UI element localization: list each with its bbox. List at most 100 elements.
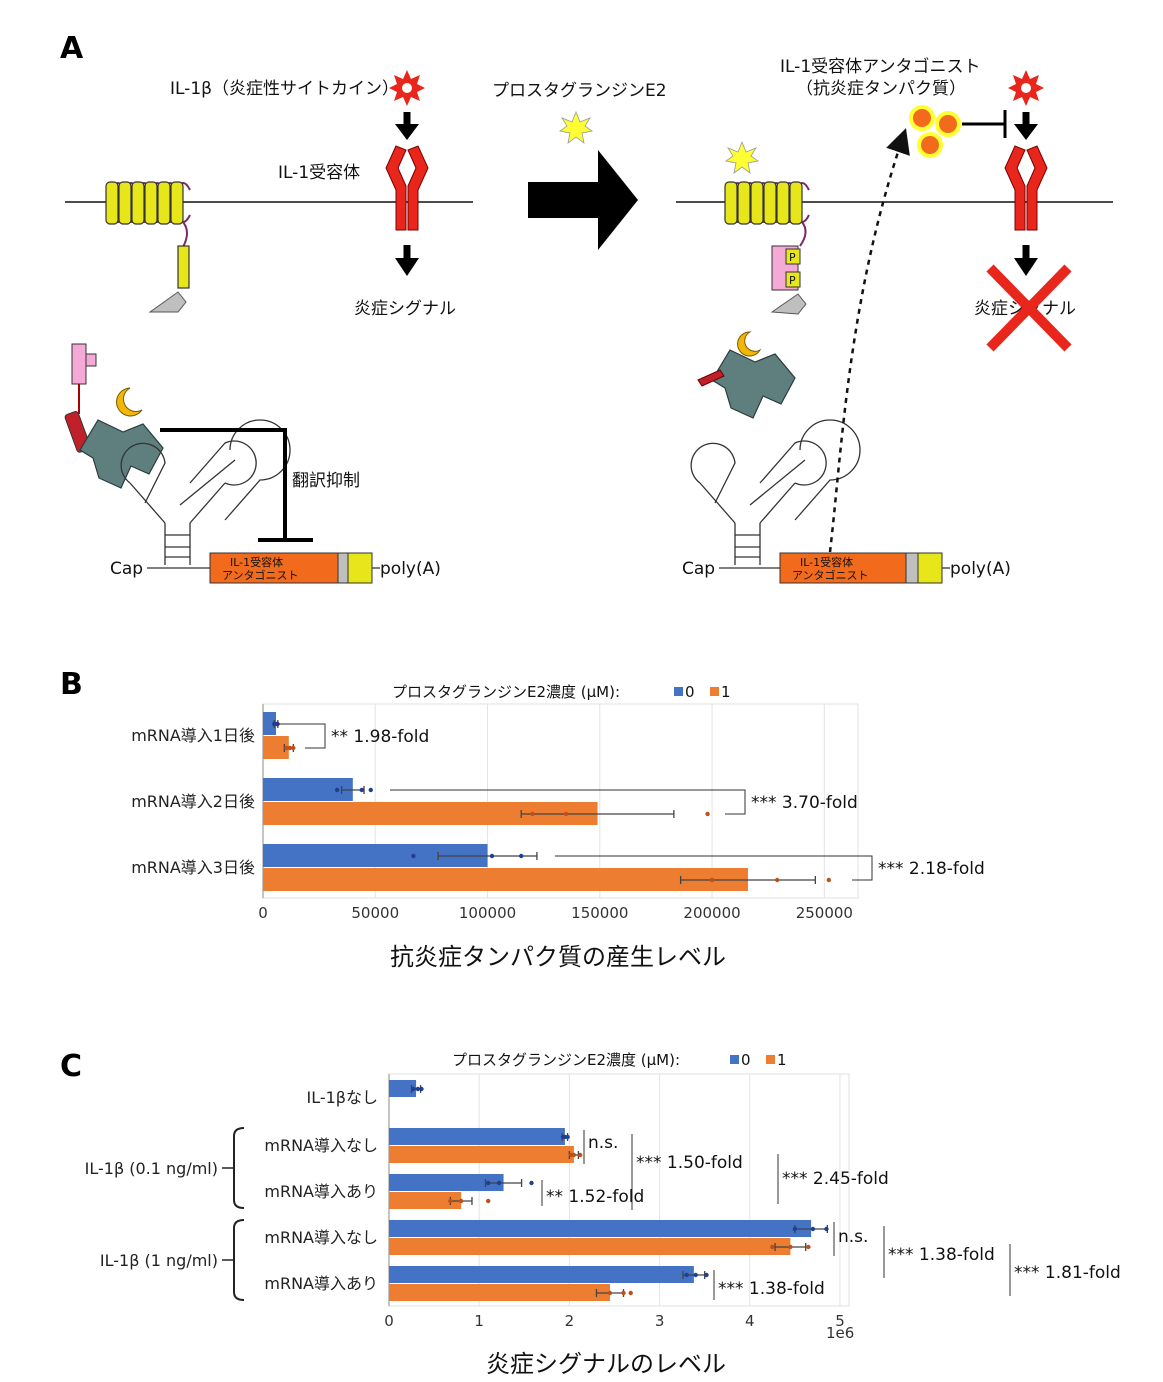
legend-c: プロスタグランジンE2濃度 (μM): 0 1: [452, 1051, 787, 1069]
data-point: [448, 1198, 453, 1204]
arrow-down-icon: [1014, 124, 1038, 140]
data-point: [359, 787, 364, 793]
cap-label-right: Cap: [682, 559, 715, 579]
x-tick-label: 2: [565, 1312, 575, 1330]
data-point: [284, 745, 289, 751]
bar-pge2-0: [389, 1128, 565, 1145]
orf-label-1-right: IL-1受容体: [800, 555, 853, 569]
x-tick-label: 50000: [351, 904, 399, 922]
data-point: [275, 721, 280, 727]
gpcr-left: [105, 181, 191, 313]
repressor-complex-left: [64, 343, 164, 489]
data-point: [411, 853, 416, 859]
bar-pge2-1: [263, 802, 598, 825]
legend-c-title: プロスタグランジンE2濃度 (μM):: [452, 1051, 680, 1069]
category-label: mRNA導入3日後: [131, 858, 255, 877]
receptor-label: IL-1受容体: [278, 163, 360, 183]
phospho-label-2: P: [789, 274, 796, 287]
antagonist-label-2: （抗炎症タンパク質）: [796, 79, 966, 99]
x-tick-label: 3: [655, 1312, 665, 1330]
group-bracket: [233, 1219, 245, 1301]
annotations-b: ** 1.98-fold *** 3.70-fold *** 2.18-fold: [277, 723, 985, 881]
polya-label-right: poly(A): [950, 559, 1011, 579]
orf-right: [779, 552, 943, 584]
category-label: mRNA導入なし: [264, 1228, 378, 1247]
translation-repression-bar: [160, 428, 313, 542]
significance-label: *** 2.18-fold: [878, 859, 985, 879]
plot-area-c: [388, 1073, 850, 1307]
bar-pge2-0: [389, 1266, 694, 1283]
il1b-star-icon: [389, 70, 425, 106]
data-point: [563, 811, 569, 817]
data-point: [486, 1180, 491, 1186]
antagonist-label-1: IL-1受容体アンタゴニスト: [780, 56, 980, 77]
x-axis-title-c: 炎症シグナルのレベル: [486, 1350, 726, 1378]
chart-b: B プロスタグランジンE2濃度 (μM): 0 1 mRNA導入1日後mRNA導…: [60, 667, 985, 971]
panel-b-letter: B: [60, 667, 83, 702]
il1b-star-right-icon: [1008, 70, 1044, 106]
bar-pge2-0: [389, 1220, 812, 1237]
arrow-down-icon: [395, 124, 419, 140]
significance-label: *** 2.45-fold: [782, 1169, 889, 1189]
bar-pge2-1: [389, 1238, 791, 1255]
group-labels-c: IL-1β (0.1 ng/ml)IL-1β (1 ng/ml): [85, 1127, 245, 1301]
significance-bracket: [277, 723, 326, 749]
bar-pge2-0: [263, 778, 353, 801]
data-point: [826, 877, 832, 883]
significance-label: *** 1.38-fold: [888, 1245, 995, 1265]
data-point: [530, 811, 535, 817]
significance-label: n.s.: [588, 1133, 618, 1153]
big-right-arrow-icon: [528, 150, 638, 250]
released-complex: [697, 331, 796, 419]
panel-a-letter: A: [60, 31, 84, 66]
orf-label-2-right: アンタゴニスト: [792, 568, 869, 582]
data-point: [496, 1180, 502, 1186]
arrow-down-icon: [395, 258, 419, 276]
plot-area-b: [262, 703, 859, 899]
x-tick-label: 0: [384, 1312, 394, 1330]
x-tick-label: 5: [835, 1312, 845, 1330]
phospho-label-1: P: [789, 251, 796, 264]
legend-b-swatch-1: [710, 687, 719, 696]
data-point: [578, 1152, 583, 1158]
data-point: [705, 811, 710, 817]
data-point: [788, 1244, 793, 1250]
translation-label: 翻訳抑制: [292, 471, 360, 491]
inhibition-bar: [962, 110, 1007, 138]
significance-label: *** 3.70-fold: [751, 793, 858, 813]
bar-pge2-1: [389, 1284, 610, 1301]
significance-label: n.s.: [838, 1227, 868, 1247]
cap-label-left: Cap: [110, 559, 143, 579]
data-point: [704, 1272, 709, 1278]
data-point: [770, 1244, 775, 1250]
category-label: mRNA導入1日後: [131, 726, 255, 745]
legend-c-swatch-1: [766, 1055, 775, 1064]
data-point: [291, 745, 296, 751]
data-point: [607, 1290, 613, 1296]
x-tick-label: 200000: [683, 904, 740, 922]
significance-label: *** 1.50-fold: [636, 1153, 743, 1173]
legend-c-label-0: 0: [741, 1051, 751, 1069]
signal-label: 炎症シグナル: [354, 299, 456, 319]
significance-label: ** 1.98-fold: [331, 727, 429, 747]
il1-receptor-right: [1004, 145, 1048, 231]
x-tick-label: 250000: [796, 904, 853, 922]
bar-pge2-0: [263, 844, 488, 867]
gpcr-right: [724, 140, 810, 315]
data-point: [415, 1086, 421, 1092]
data-point: [810, 1226, 816, 1232]
antagonist-protein-icon: [909, 105, 961, 158]
bar-pge2-1: [263, 868, 748, 891]
significance-label: *** 1.38-fold: [718, 1279, 825, 1299]
annotations-c: n.s. *** 1.50-fold ** 1.52-fold *** 2.45-fo…: [541, 1130, 1121, 1300]
data-point: [792, 1226, 798, 1232]
category-label: IL-1βなし: [306, 1088, 378, 1107]
translation-dotted-arrow: [828, 128, 910, 553]
bar-pge2-1: [263, 736, 289, 759]
bar-pge2-0: [389, 1080, 417, 1097]
category-label: mRNA導入あり: [264, 1182, 378, 1201]
significance-label: ** 1.52-fold: [546, 1187, 644, 1207]
significance-label: *** 1.81-fold: [1014, 1263, 1121, 1283]
